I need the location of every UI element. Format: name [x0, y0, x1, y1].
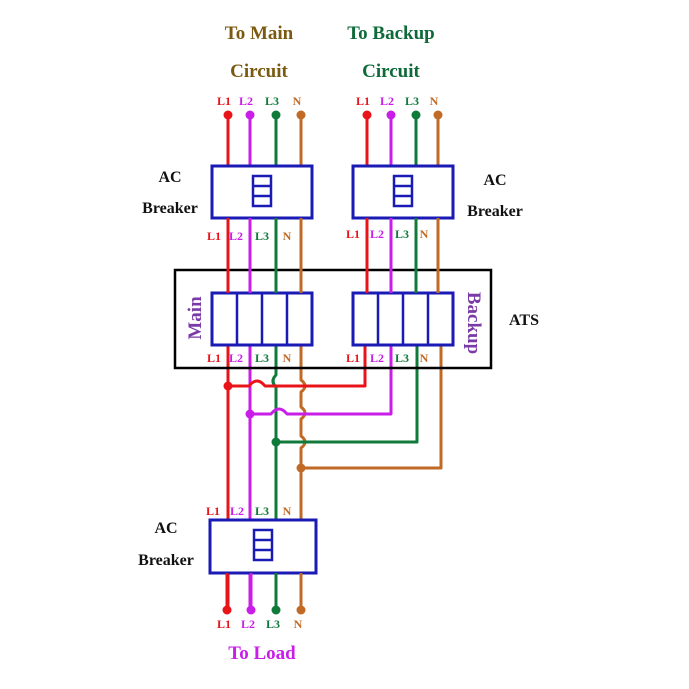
main-breaker-label-breaker: Breaker — [142, 200, 198, 217]
main-top-terminal-label-l2: L2 — [239, 94, 253, 108]
backup-breaker-out-label-l2: L2 — [370, 227, 384, 241]
backup-ac-breaker-switch-icon — [392, 174, 414, 208]
shapes-group — [173, 164, 493, 606]
backup-ac-breaker — [351, 164, 455, 220]
load-breaker-in-label-l1: L1 — [206, 504, 220, 518]
backup-top-terminal-label-n: N — [430, 94, 439, 108]
load-breaker-label-breaker: Breaker — [138, 552, 194, 569]
backup-crossover-l2 — [250, 345, 393, 416]
load-ac-breaker — [208, 518, 318, 575]
ats-main-label: Main — [185, 296, 206, 340]
backup-breaker-label-breaker: Breaker — [467, 203, 523, 220]
ats-main-out-label-l1: L1 — [207, 351, 221, 365]
load-output-terminal-l3 — [271, 605, 281, 615]
main-breaker-out-label-l3: L3 — [255, 229, 269, 243]
backup-input-terminal-l2 — [386, 110, 396, 120]
main-top-terminal-label-l3: L3 — [265, 94, 279, 108]
main-breaker-label-ac: AC — [158, 169, 181, 186]
backup-crossover-l1 — [228, 345, 367, 388]
backup-crossover-n — [301, 345, 443, 470]
ats-backup-out-label-l3: L3 — [395, 351, 409, 365]
backup-circuit-title-line2: Circuit — [362, 61, 420, 82]
load-output-label-l3: L3 — [266, 617, 280, 631]
load-breaker-label-ac: AC — [154, 520, 177, 537]
load-title: To Load — [228, 643, 296, 664]
backup-breaker-out-label-l1: L1 — [346, 227, 360, 241]
ats-backup-out-label-l1: L1 — [346, 351, 360, 365]
backup-circuit-title-line1: To Backup — [347, 23, 435, 44]
load-output-label-l1: L1 — [217, 617, 231, 631]
main-ac-breaker-body — [210, 164, 314, 220]
main-breaker-out-label-l1: L1 — [207, 229, 221, 243]
ats-backup-out-label-n: N — [420, 351, 429, 365]
backup-input-terminal-l1 — [362, 110, 372, 120]
load-output-terminal-l1 — [222, 605, 232, 615]
ats-frame — [173, 268, 493, 370]
load-ac-breaker-switch-icon — [252, 528, 274, 562]
main-input-terminal-l1 — [223, 110, 233, 120]
load-output-terminal-n — [296, 605, 306, 615]
main-input-terminal-l3 — [271, 110, 281, 120]
junction-n — [296, 463, 306, 473]
load-breaker-in-label-l2: L2 — [230, 504, 244, 518]
ats-label: ATS — [509, 312, 539, 329]
ats-backup-contactor — [351, 291, 455, 347]
main-top-terminal-label-l1: L1 — [217, 94, 231, 108]
main-input-terminal-n — [296, 110, 306, 120]
load-output-terminal-l2 — [246, 605, 256, 615]
backup-top-terminal-label-l2: L2 — [380, 94, 394, 108]
main-ac-breaker — [210, 164, 314, 220]
ats-backup-label: Backup — [463, 292, 484, 354]
ats-main-out-label-l2: L2 — [229, 351, 243, 365]
backup-top-terminal-label-l1: L1 — [356, 94, 370, 108]
main-circuit-title-line1: To Main — [225, 23, 294, 44]
junction-l1 — [223, 381, 233, 391]
main-breaker-out-label-l2: L2 — [229, 229, 243, 243]
ats-main-out-label-n: N — [283, 351, 292, 365]
main-breaker-out-label-n: N — [283, 229, 292, 243]
main-top-terminal-label-n: N — [293, 94, 302, 108]
load-output-label-n: N — [294, 617, 303, 631]
ats-backup-out-label-l2: L2 — [370, 351, 384, 365]
backup-input-terminal-l3 — [411, 110, 421, 120]
main-input-terminal-l2 — [245, 110, 255, 120]
ats-main-out-label-l3: L3 — [255, 351, 269, 365]
backup-breaker-out-label-n: N — [420, 227, 429, 241]
main-ac-breaker-switch-icon — [251, 174, 273, 208]
load-output-label-l2: L2 — [241, 617, 255, 631]
backup-crossover-l3 — [276, 345, 419, 444]
ats-main-contactor — [210, 291, 314, 347]
load-breaker-in-label-l3: L3 — [255, 504, 269, 518]
backup-breaker-label-ac: AC — [483, 172, 506, 189]
backup-breaker-out-label-l3: L3 — [395, 227, 409, 241]
junction-l2 — [245, 409, 255, 419]
junction-l3 — [271, 437, 281, 447]
backup-input-terminal-n — [433, 110, 443, 120]
backup-top-terminal-label-l3: L3 — [405, 94, 419, 108]
load-breaker-in-label-n: N — [283, 504, 292, 518]
main-circuit-title-line2: Circuit — [230, 61, 288, 82]
